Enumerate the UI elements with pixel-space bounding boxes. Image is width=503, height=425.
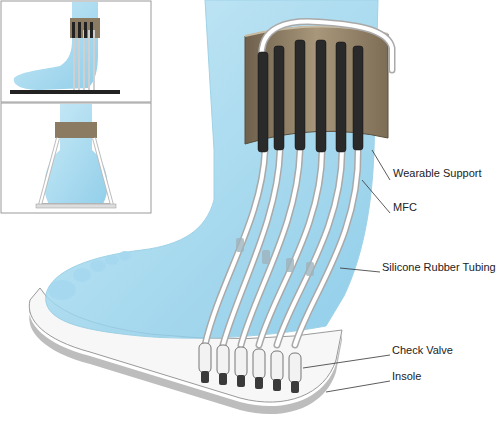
part-label: Wearable Support xyxy=(393,167,481,180)
leader-lines xyxy=(303,150,390,392)
toes xyxy=(48,251,131,300)
part-label: Check Valve xyxy=(392,344,453,357)
part-label: Insole xyxy=(392,370,421,383)
part-label: Silicone Rubber Tubing xyxy=(382,261,496,274)
part-label: MFC xyxy=(393,201,417,214)
check-valves xyxy=(199,343,301,393)
side-view-inset xyxy=(1,1,151,102)
silicone-rubber-tubing xyxy=(205,22,392,345)
mfc-actuators xyxy=(258,40,363,152)
front-view-inset xyxy=(1,103,151,213)
